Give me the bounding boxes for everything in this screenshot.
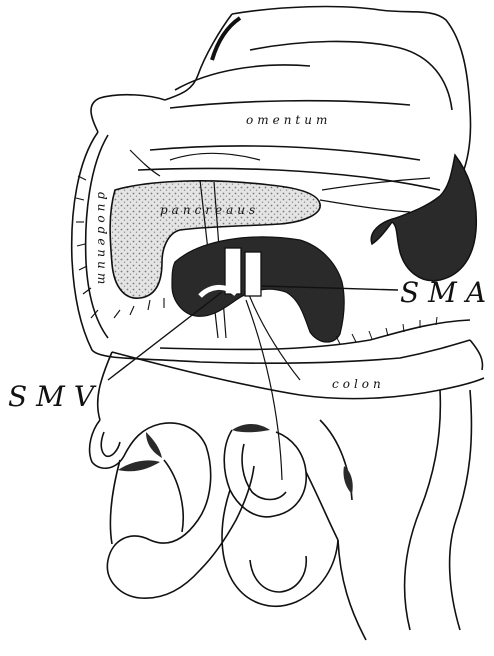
smv-label: SMV [8, 380, 103, 413]
omentum-label: omentum [246, 113, 331, 127]
bowel-shadows [118, 424, 353, 494]
pancreas-label: pancreaus [160, 203, 259, 217]
duodenum-label: duodenum [95, 192, 109, 288]
colon-fringe [336, 317, 437, 344]
colon-label: colon [332, 377, 385, 391]
colon-band [112, 320, 484, 399]
stomach-omentum-outline [91, 7, 471, 190]
spleen-shadow [371, 155, 476, 281]
smv-leader-line [108, 292, 222, 380]
sma-label: SMA [400, 276, 494, 309]
